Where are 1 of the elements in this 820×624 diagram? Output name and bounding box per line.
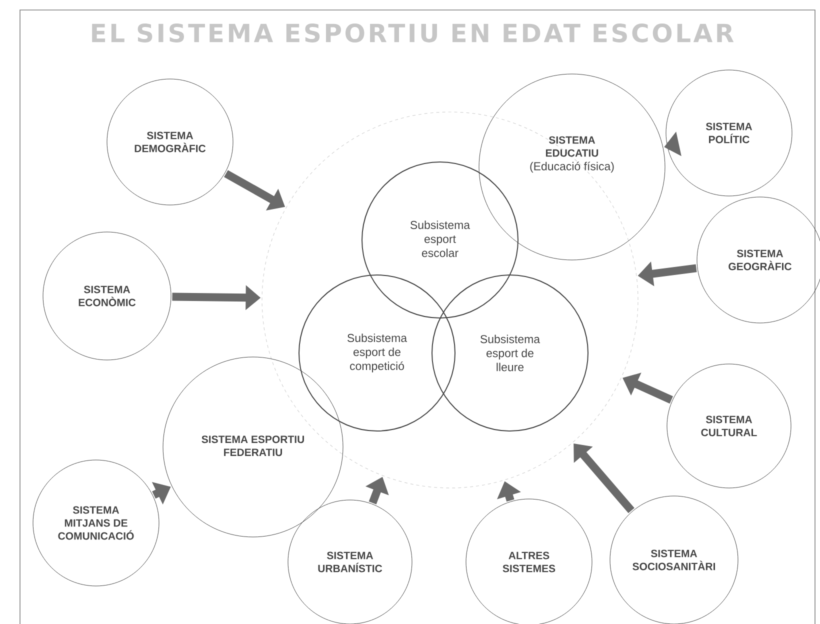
title: EL SISTEMA ESPORTIU EN EDAT ESCOLAR <box>92 24 734 42</box>
